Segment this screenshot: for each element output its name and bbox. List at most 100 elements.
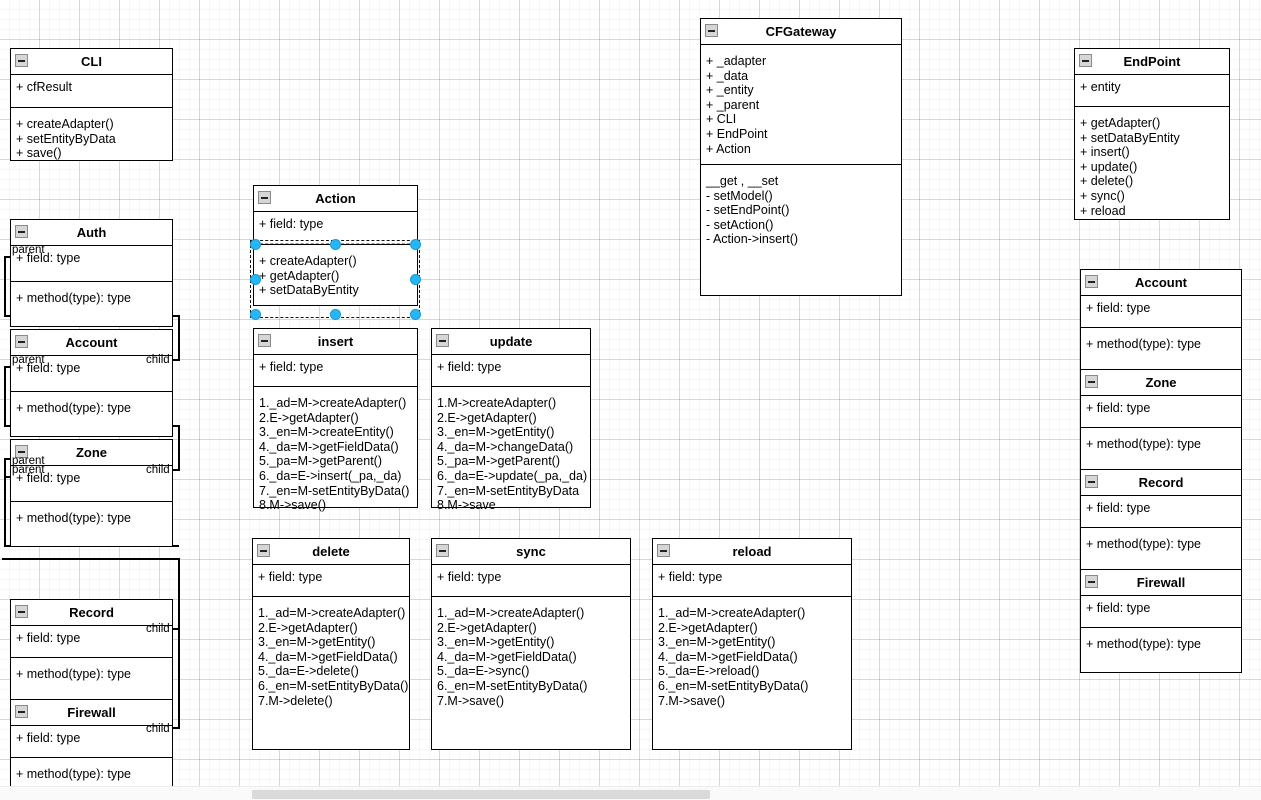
collapse-minus-icon[interactable]: [15, 335, 28, 348]
collapse-minus-icon[interactable]: [436, 334, 449, 347]
collapse-minus-icon[interactable]: [657, 544, 670, 557]
class-box-cli[interactable]: CLI+ cfResult+ createAdapter()+ setEntit…: [10, 48, 173, 161]
class-methods-firewall-right: + method(type): type: [1081, 628, 1241, 672]
method-line: 8.M->save(): [259, 498, 327, 513]
method-line: + method(type): type: [1086, 637, 1201, 651]
class-title: Account: [65, 335, 118, 350]
collapse-minus-icon[interactable]: [1085, 275, 1098, 288]
class-title: CLI: [81, 54, 102, 69]
collapse-minus-icon[interactable]: [1085, 575, 1098, 588]
collapse-minus-icon[interactable]: [1085, 375, 1098, 388]
collapse-minus-icon[interactable]: [436, 544, 449, 557]
class-box-record-right[interactable]: Record+ field: type+ method(type): type: [1080, 469, 1242, 573]
collapse-minus-icon[interactable]: [15, 54, 28, 67]
resize-handle-n[interactable]: [330, 239, 341, 250]
class-box-zone-left[interactable]: Zone+ field: type+ method(type): type: [10, 439, 173, 547]
class-methods-zone-left: + method(type): type: [11, 502, 172, 546]
class-attributes-sync: + field: type: [432, 565, 630, 597]
method-line: + setDataByEntity: [1080, 130, 1180, 145]
attribute-line: + field: type: [1086, 601, 1151, 615]
method-line: __get , __set: [706, 174, 779, 188]
method-line: 4._da=M->getFieldData(): [259, 439, 399, 454]
class-header-account-right: Account: [1081, 270, 1241, 296]
collapse-minus-icon[interactable]: [15, 225, 28, 238]
edge-label-child-firewall: child: [146, 723, 170, 735]
method-line: 7._en=M-setEntityByData: [437, 483, 580, 498]
method-line: 6._da=E->insert(_pa,_da): [259, 468, 402, 483]
method-line: - Action->insert(): [706, 232, 799, 247]
collapse-minus-icon[interactable]: [15, 705, 28, 718]
class-header-delete: delete: [253, 539, 409, 565]
horizontal-scrollbar-track[interactable]: [0, 786, 1261, 800]
method-line: 7.M->save(): [437, 693, 505, 708]
attribute-line: + field: type: [1086, 301, 1151, 315]
connector-auth-left-v: [4, 256, 6, 316]
class-header-update: update: [432, 329, 590, 355]
class-header-insert: insert: [254, 329, 417, 355]
class-title: Record: [1138, 475, 1184, 490]
resize-handle-nw[interactable]: [250, 239, 261, 250]
resize-handle-se[interactable]: [410, 309, 421, 320]
resize-handle-e[interactable]: [410, 274, 421, 285]
resize-handle-s[interactable]: [330, 309, 341, 320]
edge-label-parent-zone-a: parent: [12, 455, 45, 467]
method-line: 3._en=M->getEntity(): [258, 635, 376, 650]
method-line: + method(type): type: [16, 667, 131, 681]
resize-handle-w[interactable]: [250, 274, 261, 285]
class-attributes-zone-right: + field: type: [1081, 396, 1241, 428]
class-box-firewall-right[interactable]: Firewall+ field: type+ method(type): typ…: [1080, 569, 1242, 673]
method-line: 7._en=M-setEntityByData(): [259, 483, 410, 498]
class-header-zone-right: Zone: [1081, 370, 1241, 396]
method-line: + method(type): type: [1086, 437, 1201, 451]
method-line: 3._en=M->getEntity(): [658, 635, 776, 650]
resize-handle-sw[interactable]: [250, 309, 261, 320]
resize-handle-ne[interactable]: [410, 239, 421, 250]
attribute-line: + _entity: [706, 83, 754, 98]
class-title: CFGateway: [765, 24, 837, 39]
class-box-auth[interactable]: Auth+ field: type+ method(type): type: [10, 219, 173, 327]
collapse-minus-icon[interactable]: [1079, 54, 1092, 67]
method-line: 3._en=M->createEntity(): [259, 425, 394, 440]
class-box-record-left[interactable]: Record+ field: type+ method(type): type: [10, 599, 173, 703]
class-title: sync: [516, 544, 546, 559]
class-attributes-update: + field: type: [432, 355, 590, 387]
class-methods-record-right: + method(type): type: [1081, 528, 1241, 572]
class-box-firewall-left[interactable]: Firewall+ field: type+ method(type): typ…: [10, 699, 173, 786]
class-header-record-right: Record: [1081, 470, 1241, 496]
class-box-account-left[interactable]: Account+ field: type+ method(type): type: [10, 329, 173, 437]
method-line: + createAdapter(): [259, 254, 357, 268]
class-attributes-firewall-right: + field: type: [1081, 596, 1241, 628]
class-methods-zone-right: + method(type): type: [1081, 428, 1241, 472]
method-line: 6._en=M-setEntityByData(): [437, 678, 588, 693]
collapse-minus-icon[interactable]: [258, 191, 271, 204]
attribute-line: + _data: [706, 68, 749, 83]
method-line: + method(type): type: [16, 767, 131, 781]
method-line: + setEntityByData: [16, 131, 116, 146]
method-line: 5._pa=M->getParent(): [437, 454, 560, 469]
edge-label-child-account: child: [146, 354, 170, 366]
class-box-account-right[interactable]: Account+ field: type+ method(type): type: [1080, 269, 1242, 373]
collapse-minus-icon[interactable]: [257, 544, 270, 557]
method-line: 7.M->save(): [658, 693, 726, 708]
horizontal-scrollbar-thumb[interactable]: [252, 790, 710, 799]
method-line: + method(type): type: [16, 511, 131, 525]
class-box-cfgateway[interactable]: CFGateway+ _adapter+ _data+ _entity+ _pa…: [700, 18, 902, 296]
class-box-endpoint[interactable]: EndPoint+ entity+ getAdapter()+ setDataB…: [1074, 48, 1230, 220]
collapse-minus-icon[interactable]: [15, 445, 28, 458]
class-box-zone-right[interactable]: Zone+ field: type + method(type): type: [1080, 369, 1242, 473]
class-attributes-record-left: + field: type: [11, 626, 172, 658]
collapse-minus-icon[interactable]: [705, 24, 718, 37]
collapse-minus-icon[interactable]: [1085, 475, 1098, 488]
method-line: 4._da=M->getFieldData(): [658, 649, 798, 664]
collapse-minus-icon[interactable]: [15, 605, 28, 618]
collapse-minus-icon[interactable]: [258, 334, 271, 347]
class-attributes-insert: + field: type: [254, 355, 417, 387]
method-line: + method(type): type: [1086, 537, 1201, 551]
method-line: 4._da=M->changeData(): [437, 439, 574, 454]
